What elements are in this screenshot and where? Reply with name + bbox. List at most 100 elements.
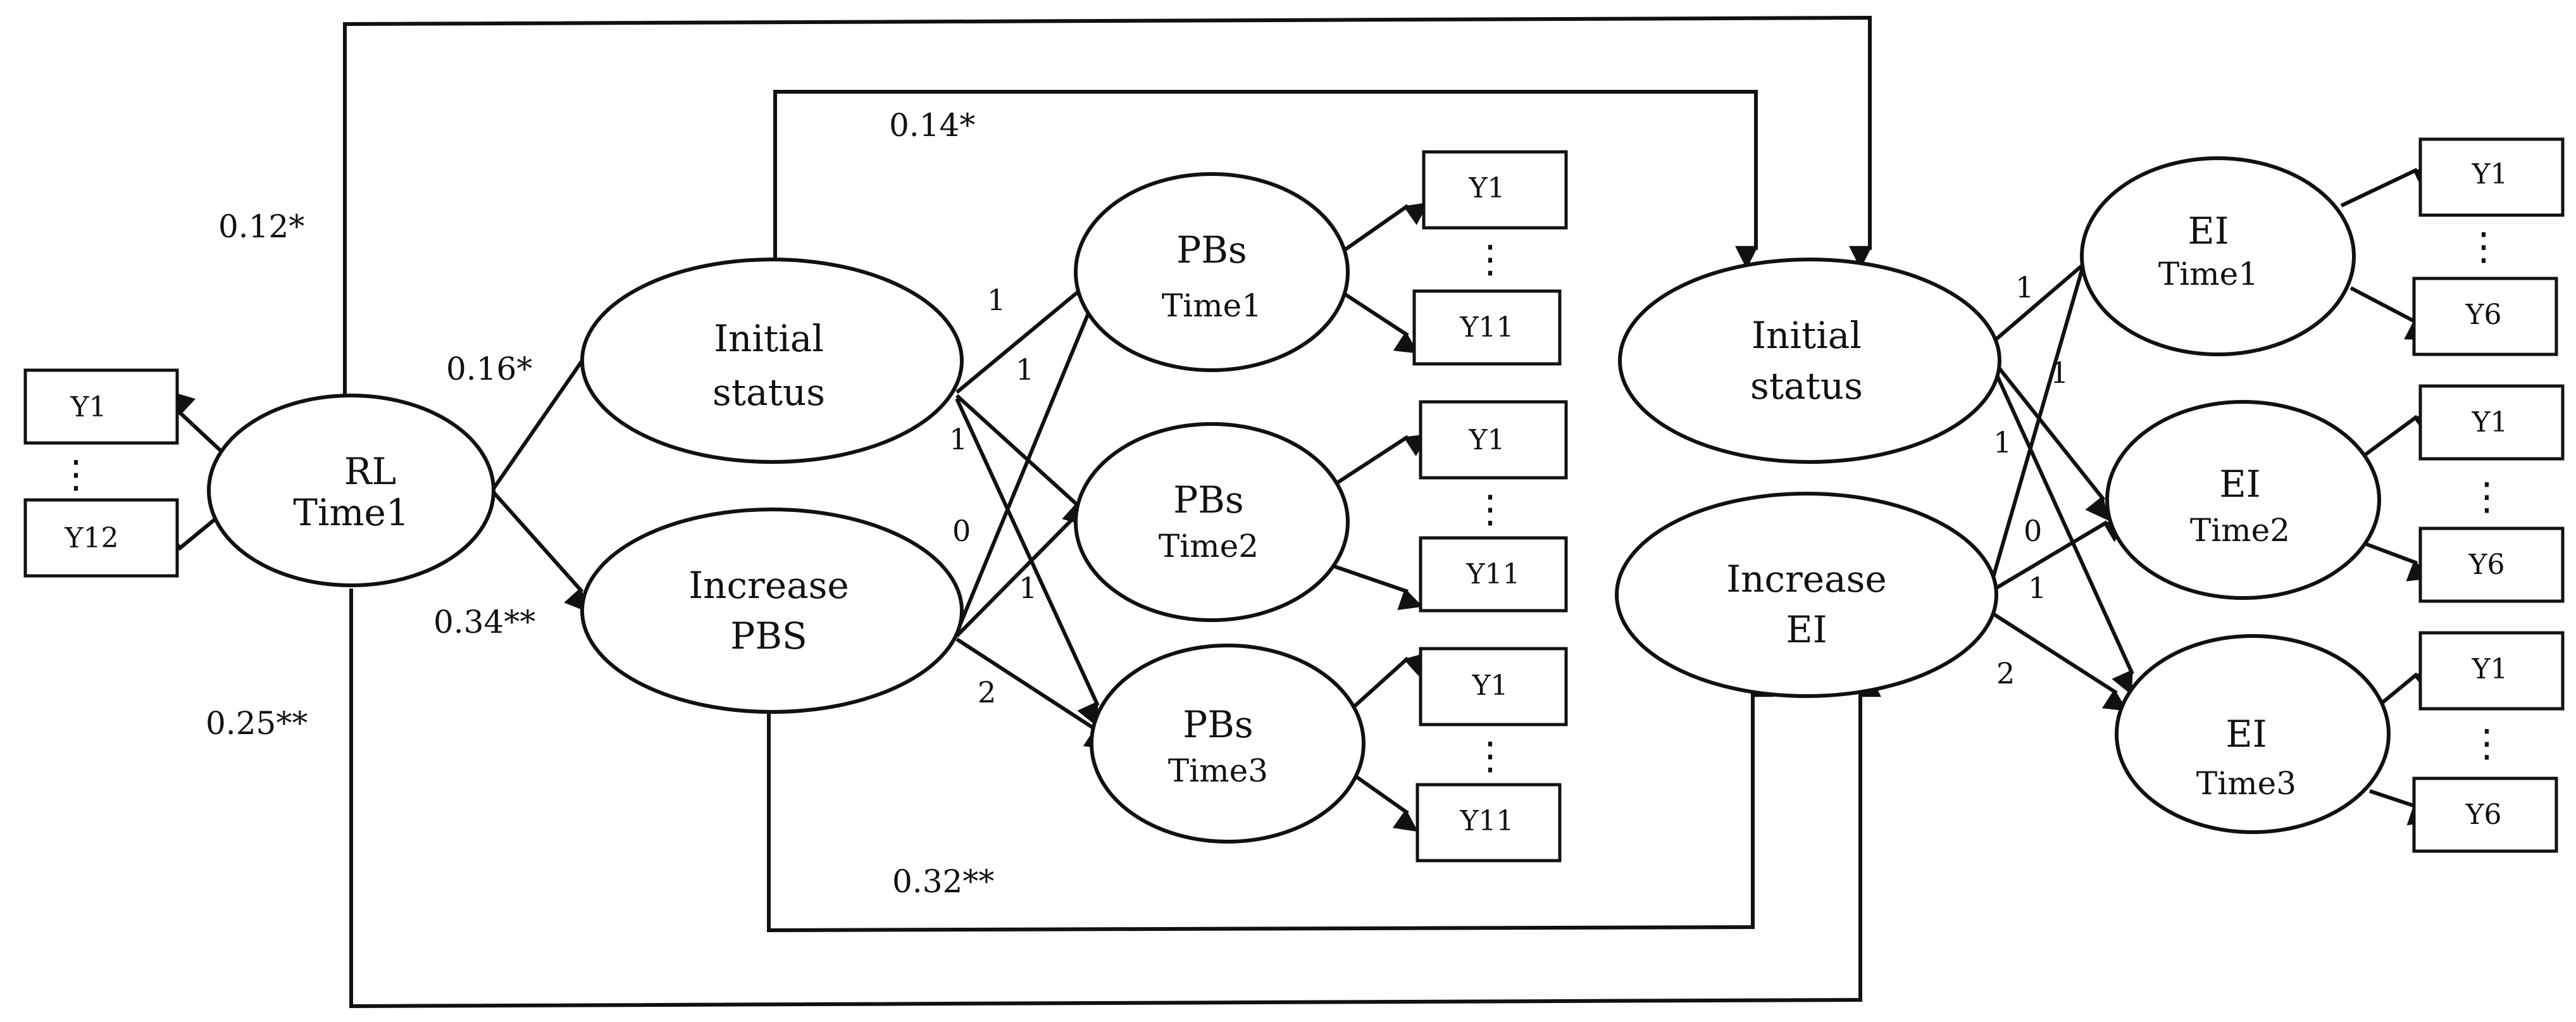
load-ei-int-t2 — [1991, 359, 2109, 521]
pbs-t1-label-2: Time1 — [1162, 287, 1262, 324]
path-rl-to-ei-initial — [343, 15, 1872, 396]
ei-t1-indicator-last-box — [2412, 277, 2558, 356]
ei-initial-label-1: Initial — [1752, 314, 1862, 357]
ei-t3-indicator-first-box — [2418, 631, 2565, 711]
arrow-rl-to-y1 — [170, 391, 227, 456]
load-label-ei-int-t3: 1 — [1993, 425, 2012, 459]
arrow-ei-t1-to-y1 — [2340, 168, 2439, 208]
pbs-t2-indicator-first-box — [1419, 400, 1568, 480]
load-label-pbs-slope-t1: 0 — [952, 514, 971, 548]
latent-ei-increase — [1615, 492, 1998, 698]
rl-label-2: Time1 — [293, 491, 409, 534]
coef-pbs-initial-to-ei-initial: 0.14* — [889, 107, 975, 144]
ei-t1-indicator-first-label: Y1 — [2471, 158, 2508, 190]
load-ei-slope-t3 — [1992, 612, 2128, 711]
arrow-pbs-t2-to-y11 — [1328, 563, 1423, 611]
load-pbs-int-t2 — [955, 394, 1087, 527]
rl-indicator-first-label: Y1 — [70, 391, 106, 423]
pbs-t2-indicator-last-label: Y11 — [1465, 558, 1520, 590]
load-label-ei-slope-t1: 0 — [2024, 514, 2042, 548]
load-pbs-slope-t2 — [955, 505, 1099, 638]
load-label-ei-int-t2: 1 — [2050, 356, 2069, 390]
load-label-pbs-int-t2: 1 — [1016, 352, 1034, 387]
pbs-t1-label-1: PBs — [1176, 228, 1247, 271]
pbs-increase-label-1: Increase — [688, 564, 849, 607]
latent-pbs-time3 — [1090, 644, 1366, 844]
ei-t3-indicator-first-label: Y1 — [2471, 653, 2508, 685]
ei-t2-label-2: Time2 — [2190, 512, 2290, 549]
coef-rl-to-ei-increase: 0.25** — [206, 705, 308, 742]
ei-t2-indicator-ellipsis: ⋮ — [2468, 475, 2506, 519]
pbs-t3-label-2: Time3 — [1168, 752, 1268, 789]
ei-t1-indicator-first-box — [2418, 137, 2565, 217]
pbs-increase-label-2: PBS — [730, 614, 807, 657]
rl-indicator-last-label: Y12 — [64, 522, 118, 554]
path-rl-to-pbs-initial — [492, 350, 601, 490]
latent-ei-time3 — [2115, 634, 2391, 834]
latent-pbs-time2 — [1074, 422, 1350, 622]
load-pbs-slope-t1 — [955, 299, 1107, 634]
ei-increase-label-2: EI — [1786, 608, 1827, 651]
load-ei-slope-t2 — [1992, 520, 2129, 592]
latent-ei-time2 — [2105, 400, 2381, 600]
ei-t2-indicator-last-box — [2418, 527, 2565, 603]
pbs-t3-indicator-first-box — [1419, 647, 1568, 726]
pbs-t1-indicator-ellipsis: ⋮ — [1471, 237, 1509, 282]
pbs-initial-label-1: Initial — [714, 317, 824, 360]
pbs-t1-indicator-first-box — [1422, 150, 1568, 230]
arrow-ei-t3-to-y6 — [2369, 789, 2432, 826]
rl-indicator-ellipsis: ⋮ — [57, 452, 95, 497]
arrow-ei-t2-to-y1 — [2356, 412, 2438, 463]
load-label-ei-int-t1: 1 — [2015, 270, 2034, 304]
load-label-pbs-slope-t3: 2 — [978, 675, 996, 709]
ei-t3-indicator-last-box — [2412, 776, 2558, 853]
latent-pbs-increase — [580, 508, 964, 714]
pbs-t2-indicator-first-label: Y1 — [1468, 424, 1505, 456]
path-rl-to-ei-increase — [349, 589, 1881, 1009]
load-pbs-int-t3 — [955, 397, 1100, 727]
path-pbs-initial-to-ei-initial — [773, 90, 1758, 270]
latent-pbs-time1 — [1074, 172, 1350, 372]
load-label-ei-slope-t3: 2 — [1996, 656, 2015, 690]
pbs-t2-label-1: PBs — [1173, 478, 1243, 521]
ei-t2-indicator-first-box — [2418, 384, 2565, 461]
arrow-pbs-t2-to-y1 — [1334, 433, 1429, 486]
load-ei-int-t3 — [1991, 366, 2134, 695]
ei-initial-label-2: status — [1750, 365, 1863, 408]
ei-t2-label-1: EI — [2219, 463, 2260, 506]
pbs-t3-indicator-last-box — [1416, 783, 1562, 863]
load-label-ei-slope-t2: 1 — [2028, 571, 2046, 605]
coef-pbs-increase-to-ei-increase: 0.32** — [892, 863, 994, 900]
rl-label-1: RL — [344, 450, 396, 493]
arrow-pbs-t3-to-y11 — [1353, 773, 1419, 832]
latent-pbs-initial-status — [580, 258, 964, 464]
pbs-t2-label-2: Time2 — [1159, 528, 1259, 564]
ei-t3-indicator-ellipsis: ⋮ — [2468, 721, 2506, 766]
arrow-pbs-t1-to-y11 — [1337, 288, 1419, 354]
pbs-t3-indicator-last-label: Y11 — [1459, 805, 1514, 837]
load-pbs-slope-t3 — [955, 637, 1109, 749]
load-label-pbs-int-t3: 1 — [949, 422, 968, 456]
path-pbs-increase-to-ei-increase — [767, 673, 1774, 933]
latent-ei-initial-status — [1618, 258, 2001, 464]
rl-indicator-last-box — [23, 498, 179, 578]
load-ei-slope-t1 — [1991, 244, 2104, 578]
arrow-ei-t1-to-y6 — [2349, 286, 2430, 340]
load-label-pbs-int-t1: 1 — [987, 283, 1005, 317]
ei-t1-label-2: Time1 — [2158, 256, 2258, 292]
ei-t1-label-1: EI — [2187, 209, 2229, 252]
ei-t1-indicator-ellipsis: ⋮ — [2465, 225, 2503, 269]
ei-t1-indicator-last-label: Y6 — [2465, 299, 2501, 331]
ei-t3-label-2: Time3 — [2196, 765, 2296, 802]
ei-increase-label-1: Increase — [1726, 558, 1886, 601]
rl-indicator-first-box — [23, 368, 179, 445]
ei-t3-label-1: EI — [2225, 713, 2267, 756]
load-pbs-int-t1 — [955, 286, 1100, 394]
ei-t2-indicator-first-label: Y1 — [2471, 406, 2508, 439]
pbs-t3-indicator-ellipsis: ⋮ — [1471, 734, 1509, 778]
arrow-ei-t2-to-y6 — [2365, 542, 2432, 582]
pbs-t3-label-1: PBs — [1183, 703, 1253, 746]
ei-t2-indicator-last-label: Y6 — [2468, 549, 2504, 581]
ei-t3-indicator-last-label: Y6 — [2465, 799, 2501, 831]
